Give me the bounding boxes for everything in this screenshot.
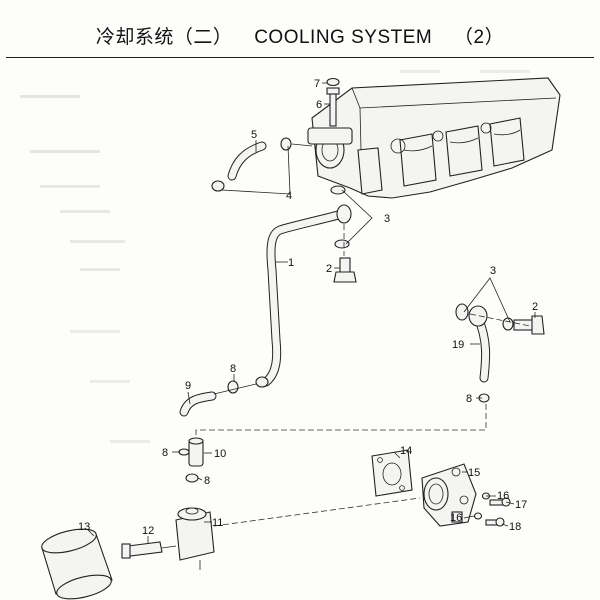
banjo-bolt-2-right — [513, 315, 545, 335]
callout-6: 6 — [316, 99, 322, 111]
washer-7 — [326, 77, 340, 87]
routing-line-upper — [195, 404, 487, 440]
callout-2-left: 2 — [326, 263, 332, 275]
pipe-1 — [255, 204, 352, 388]
callout-labels: 7 6 5 4 3 1 2 3 2 19 8 8 9 8 10 8 11 12 … — [78, 78, 538, 537]
banjo-bolt-2-left — [333, 224, 357, 283]
tube-10 — [178, 437, 204, 483]
title-rule — [6, 57, 594, 58]
callout-19: 19 — [452, 339, 464, 351]
callout-18: 18 — [509, 521, 521, 533]
callout-5: 5 — [251, 129, 257, 141]
hose-5 — [211, 137, 313, 192]
clamp-8-upper — [227, 380, 239, 394]
callout-12: 12 — [142, 525, 154, 537]
routing-line-lower — [213, 497, 421, 527]
callout-10: 10 — [214, 448, 226, 460]
callout-3-right: 3 — [490, 265, 496, 277]
callout-2-right: 2 — [532, 301, 538, 313]
title-chinese: 冷却系统（二） — [95, 27, 233, 48]
callout-11: 11 — [212, 517, 223, 529]
callout-15: 15 — [468, 467, 480, 479]
pipe-19 — [468, 305, 531, 403]
leader-lines — [87, 82, 536, 544]
callout-16-upper: 16 — [497, 490, 509, 502]
callout-17: 17 — [515, 499, 527, 511]
callout-14: 14 — [400, 445, 412, 457]
callout-16-lower: 16 — [450, 512, 462, 524]
cooler-block-11 — [175, 507, 215, 570]
title-number: （2） — [454, 27, 505, 48]
callout-7: 7 — [314, 78, 320, 90]
callout-3-upper-left: 3 — [384, 213, 390, 225]
manifold — [307, 77, 561, 199]
housing-15 — [421, 463, 477, 527]
callout-8-right: 8 — [466, 393, 472, 405]
gasket-14 — [371, 449, 413, 497]
callout-9: 9 — [185, 380, 191, 392]
callout-1: 1 — [288, 257, 294, 269]
page-title: 冷却系统（二） COOLING SYSTEM （2） — [0, 22, 600, 49]
callout-8-upper: 8 — [230, 363, 236, 375]
bolt-6 — [326, 87, 340, 127]
seal-16-lower — [473, 512, 483, 520]
title-english: COOLING SYSTEM — [254, 27, 433, 48]
screw-18 — [485, 517, 505, 527]
callout-8-middle: 8 — [162, 447, 168, 459]
callout-13: 13 — [78, 521, 90, 533]
bleed-through-marks — [20, 70, 530, 443]
hose-9 — [179, 383, 257, 417]
filter-13 — [41, 528, 113, 600]
connector-12 — [121, 541, 177, 559]
callout-8-lower: 8 — [204, 475, 210, 487]
washers-3-left — [330, 185, 350, 249]
callout-4: 4 — [286, 190, 292, 202]
